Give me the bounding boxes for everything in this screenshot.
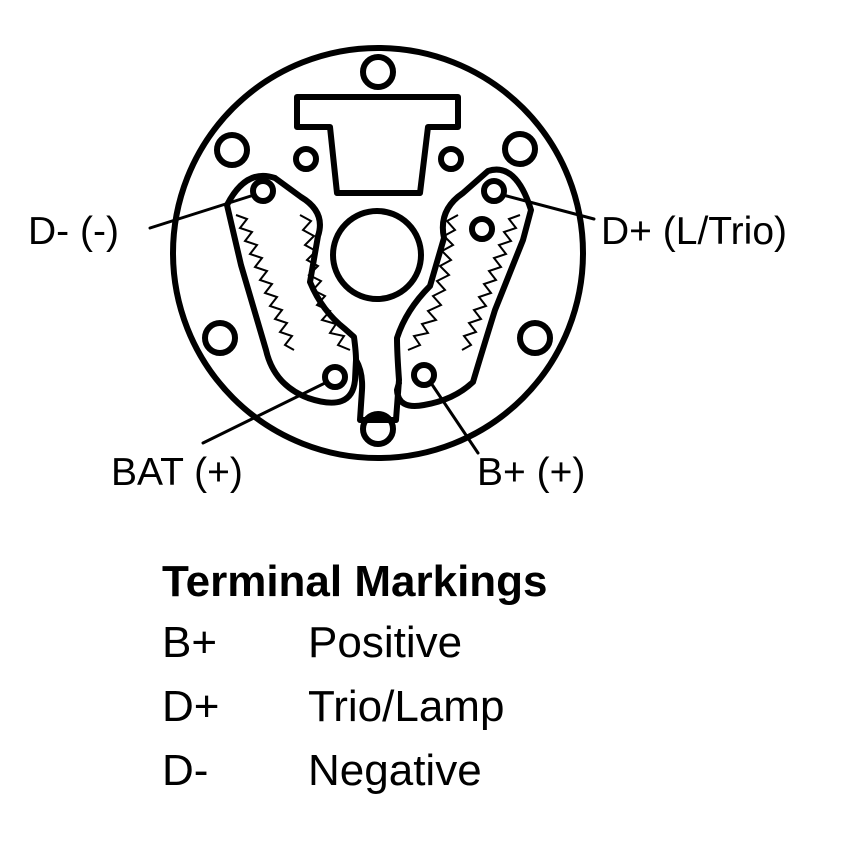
- legend-row: D+ Trio/Lamp: [162, 685, 548, 749]
- label-b-plus: B+ (+): [477, 451, 586, 494]
- small-hole-right: [438, 146, 464, 172]
- legend-meaning: Negative: [308, 746, 482, 795]
- serration-left-outer: [235, 214, 295, 351]
- small-hole-left: [293, 146, 319, 172]
- serration-left-inner: [299, 214, 351, 351]
- terminal-d-plus: [481, 178, 507, 204]
- legend-code: D+: [162, 682, 220, 731]
- leader-b-plus: [429, 381, 480, 455]
- leader-bat: [201, 380, 329, 445]
- legend-row: B+ Positive: [162, 621, 548, 685]
- terminal-b-plus: [411, 362, 437, 388]
- terminal-d-minus: [250, 178, 276, 204]
- leader-d-minus: [148, 193, 256, 230]
- legend-meaning: Trio/Lamp: [308, 682, 505, 731]
- label-d-plus: D+ (L/Trio): [601, 210, 787, 253]
- mount-hole-upper-right: [502, 131, 538, 167]
- label-bat: BAT (+): [111, 451, 243, 494]
- leader-d-plus: [501, 193, 596, 221]
- mount-hole-upper-left: [214, 132, 250, 168]
- serration-right-outer: [461, 214, 521, 351]
- legend-meaning: Positive: [308, 618, 463, 667]
- legend-code: B+: [162, 618, 218, 667]
- label-d-minus: D- (-): [28, 210, 119, 253]
- heat-sink-plate-left: [224, 202, 359, 406]
- mount-hole-bottom: [360, 411, 396, 447]
- legend-code: D-: [162, 746, 209, 795]
- legend-title: Terminal Markings: [162, 557, 548, 606]
- terminal-bat: [322, 364, 348, 390]
- serration-right-inner: [407, 214, 459, 351]
- small-hole-inner-right: [469, 216, 495, 242]
- mount-hole-top: [360, 54, 396, 90]
- t-bracket: [294, 94, 461, 196]
- terminal-legend: Terminal Markings B+ Positive D+ Trio/La…: [162, 560, 548, 813]
- mount-hole-left: [202, 320, 238, 356]
- legend-row: D- Negative: [162, 749, 548, 813]
- mount-hole-right: [517, 320, 553, 356]
- housing-outline: [170, 45, 586, 461]
- shaft-hole: [330, 208, 424, 302]
